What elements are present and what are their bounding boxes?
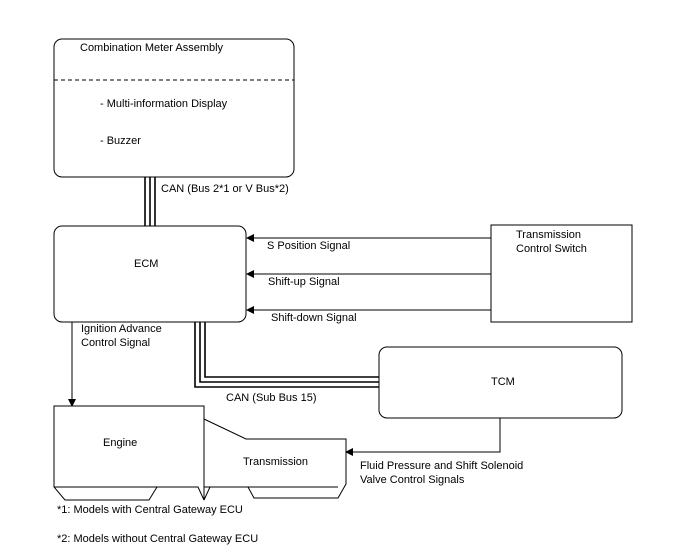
shift-up-label: Shift-up Signal [268, 276, 340, 288]
engine-shape [53, 405, 205, 501]
ecm-box [53, 225, 247, 323]
ignition-label-line2: Control Signal [81, 337, 150, 349]
meter-item-display: - Multi-information Display [100, 98, 228, 110]
transmission-shape [203, 418, 347, 501]
combination-meter-box [53, 38, 295, 178]
transmission-label: Transmission [243, 456, 308, 468]
fluid-label-line2: Valve Control Signals [360, 474, 465, 486]
footnote-2: *2: Models without Central Gateway ECU [57, 533, 258, 545]
can-main-label: CAN (Bus 2*1 or V Bus*2) [161, 183, 289, 195]
footnote-1: *1: Models with Central Gateway ECU [57, 504, 243, 516]
fluid-label-line1: Fluid Pressure and Shift Solenoid [360, 460, 523, 472]
shift-down-label: Shift-down Signal [271, 312, 357, 324]
s-position-label: S Position Signal [267, 240, 350, 252]
tcs-label-line1: Transmission [516, 229, 581, 241]
ignition-label-line1: Ignition Advance [81, 323, 162, 335]
meter-item-buzzer: - Buzzer [100, 135, 141, 147]
tcm-label: TCM [491, 376, 515, 388]
meter-title: Combination Meter Assembly [80, 42, 224, 54]
fluid-pressure-arrow [345, 418, 501, 456]
can-main-bus [144, 177, 156, 226]
can-sub-bus [194, 322, 379, 388]
ecm-label: ECM [134, 258, 158, 270]
tcs-label-line2: Control Switch [516, 243, 587, 255]
can-sub-label: CAN (Sub Bus 15) [226, 392, 316, 404]
engine-label: Engine [103, 437, 137, 449]
